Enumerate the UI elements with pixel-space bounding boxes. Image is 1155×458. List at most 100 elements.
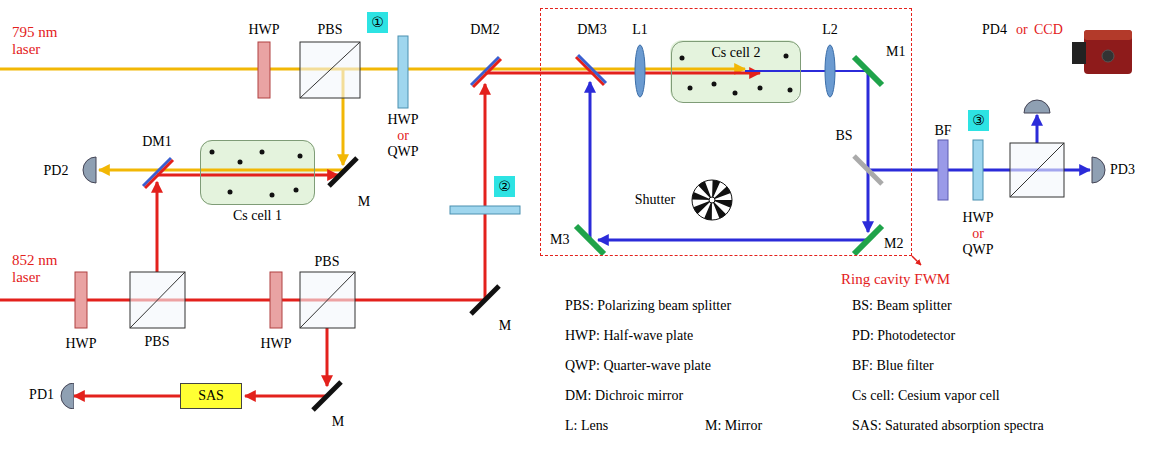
wave-plate	[398, 36, 408, 108]
process-box: SAS	[180, 383, 242, 409]
node-label: Cs cell 2	[712, 45, 761, 61]
dichroic-mirror	[578, 55, 606, 83]
atom-dot	[238, 160, 243, 165]
red-beam	[485, 72, 760, 75]
ccd-camera	[1084, 30, 1132, 74]
cavity-region: Ring cavity FWMCs cell 2	[540, 8, 912, 256]
dichroic-mirror	[143, 158, 171, 186]
beam-splitter-cube	[130, 272, 185, 328]
part-label: BS	[835, 128, 852, 144]
legend-note: PD: Photodetector	[852, 328, 955, 344]
part-label: PD2	[44, 163, 69, 179]
photodetector: PD1	[60, 383, 74, 409]
node-label: ③	[972, 112, 985, 128]
ccd-camera	[1072, 42, 1086, 64]
part-label: M2	[884, 236, 903, 252]
node-label: ①	[371, 14, 384, 30]
blue-beam	[745, 70, 868, 72]
part-label: PD4	[982, 22, 1007, 38]
half-wave-plate	[258, 42, 270, 98]
chopper-wheel	[702, 190, 722, 210]
part-label: or	[1016, 22, 1028, 38]
atom-dot	[298, 154, 303, 159]
red-beam	[0, 299, 485, 302]
part-label: PBS	[318, 22, 343, 38]
photodetector	[1092, 157, 1105, 183]
legend-note: L: Lens	[565, 418, 608, 434]
half-wave-plate	[270, 272, 282, 328]
vapor-cell: Cs cell 1	[200, 140, 315, 205]
dichroic-mirror	[145, 160, 173, 188]
atom-dot	[228, 190, 233, 195]
atom-dot	[788, 88, 793, 93]
part-label: HWP	[260, 336, 291, 352]
part-label: BF	[934, 123, 951, 139]
atom-dot	[210, 150, 215, 155]
atom-dot	[733, 91, 738, 96]
part-label: DM3	[577, 22, 607, 38]
red-beam	[326, 328, 329, 386]
part-label: or	[972, 226, 984, 242]
lens	[635, 45, 645, 97]
part-label: PBS	[145, 334, 170, 350]
node-label: PD1	[29, 387, 54, 403]
beam-splitter-cube	[300, 272, 355, 328]
node-label: SAS	[198, 388, 224, 404]
part-label: HWP	[248, 22, 279, 38]
beam-splitter-cube	[1010, 143, 1064, 197]
ccd-camera	[1084, 30, 1132, 40]
red-beam	[484, 84, 487, 300]
cell-fill	[200, 140, 315, 205]
photodetector	[1024, 100, 1050, 113]
atom-dot	[260, 150, 265, 155]
part-label: HWP	[65, 336, 96, 352]
part-label: PBS	[315, 254, 340, 270]
cavity-mirror	[854, 226, 882, 254]
wave-plate	[450, 206, 520, 214]
part-label: M1	[886, 44, 905, 60]
lens	[825, 45, 835, 97]
dichroic-mirror	[473, 59, 501, 87]
blue-filter	[938, 140, 948, 200]
part-label: or	[397, 128, 409, 144]
part-label: DM2	[470, 22, 500, 38]
beam-splitter-cube	[130, 272, 185, 328]
legend-note: QWP: Quarter-wave plate	[565, 358, 711, 374]
atom-dot	[270, 193, 275, 198]
legend-note: PBS: Polarizing beam splitter	[565, 298, 731, 314]
atom-dot	[294, 188, 299, 193]
yellow-beam	[0, 68, 745, 71]
cavity-mirror	[576, 226, 604, 254]
mirror	[313, 382, 341, 410]
callout-number: ②	[494, 176, 515, 197]
atom-dot	[784, 54, 789, 59]
photodetector-outline	[61, 383, 74, 409]
atom-dot	[688, 86, 693, 91]
legend-note: SAS: Saturated absorption spectra	[852, 418, 1044, 434]
blue-beam	[598, 239, 868, 242]
red-beam	[245, 395, 327, 398]
part-label: L2	[822, 22, 838, 38]
atom-dot	[758, 86, 763, 91]
leader-arrow	[912, 256, 921, 265]
photodetector-outline	[60, 383, 74, 409]
red-beam	[156, 182, 159, 272]
beam-connector	[74, 395, 180, 398]
node-label: Ring cavity FWM	[841, 271, 950, 288]
beam-splitter-cube	[1010, 143, 1064, 197]
part-label: CCD	[1034, 22, 1063, 38]
cavity-mirror	[854, 57, 882, 85]
part-label: M	[332, 414, 344, 430]
wave-plate	[973, 140, 983, 200]
part-label: M	[499, 318, 511, 334]
beam-splitter-cube	[300, 42, 360, 98]
legend-note: DM: Dichroic mirror	[565, 388, 683, 404]
legend-note: M: Mirror	[705, 418, 762, 434]
blue-beam	[1036, 115, 1039, 143]
part-label: 852 nm laser	[12, 252, 74, 287]
blue-beam	[589, 82, 592, 240]
part-label: L1	[632, 22, 648, 38]
part-label: 795 nm laser	[12, 24, 74, 59]
part-label: QWP	[387, 144, 418, 160]
chopper-wheel	[692, 180, 732, 220]
